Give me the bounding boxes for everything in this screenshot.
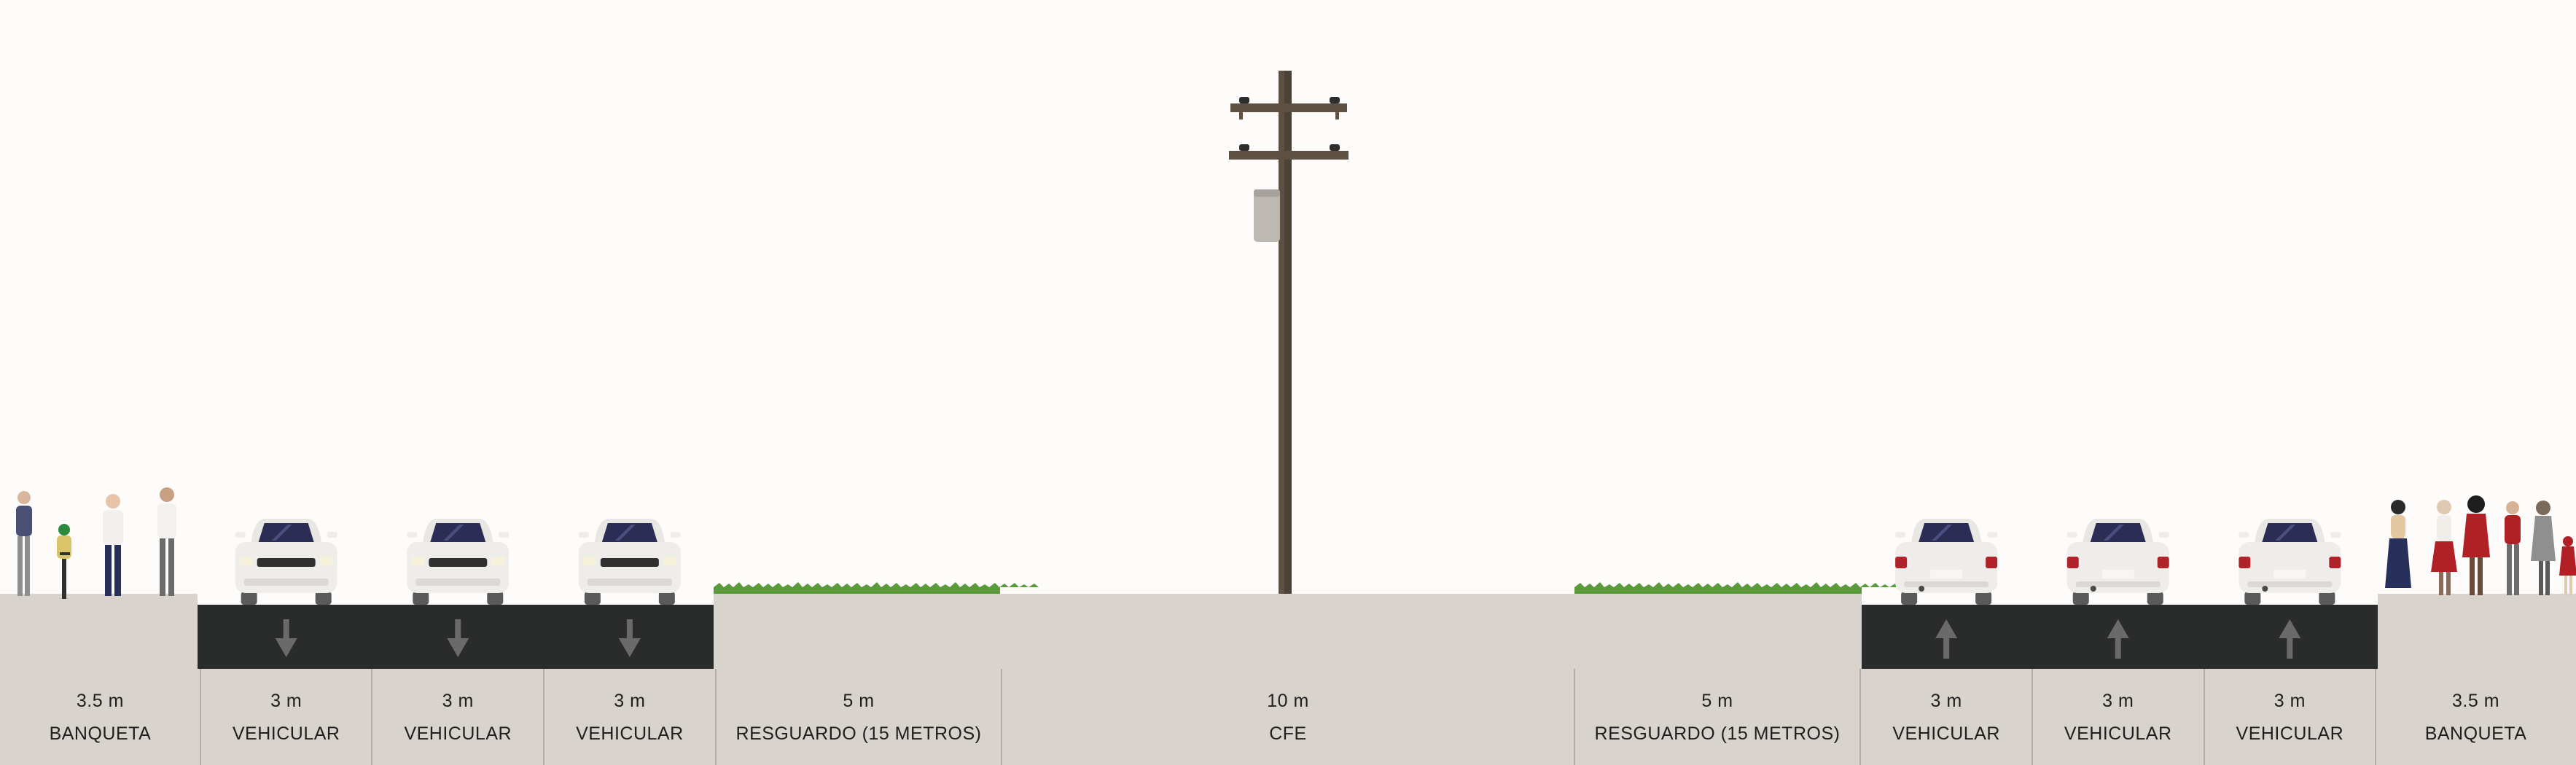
segment-divider: [1001, 669, 1003, 765]
grass-left: [714, 582, 1039, 594]
pedestrian: [2385, 500, 2411, 588]
car-rear-view: [1895, 519, 1998, 605]
segment-label-lane-1: 3 m VEHICULAR: [200, 669, 372, 765]
segment-width: 3 m: [614, 691, 646, 711]
roadway-right-base: [1862, 669, 2378, 765]
car-front-view: [235, 519, 337, 605]
segment-width: 3 m: [2102, 691, 2134, 711]
segment-width: 3 m: [1930, 691, 1962, 711]
segment-label-cfe: 10 m CFE: [1002, 669, 1574, 765]
segment-label-sidewalk-right: 3.5 m BANQUETA: [2376, 669, 2576, 765]
pedestrian: [2462, 495, 2490, 595]
car-front-view: [578, 519, 681, 605]
segment-divider: [1573, 669, 1575, 765]
segment-name: BANQUETA: [2424, 723, 2527, 744]
cyclist: [57, 524, 71, 599]
segment-label-lane-5: 3 m VEHICULAR: [2032, 669, 2204, 765]
segment-label-buffer-right: 5 m RESGUARDO (15 METROS): [1574, 669, 1861, 765]
pedestrian: [16, 491, 32, 596]
grass-right: [1574, 582, 1900, 594]
pedestrians-right: [2385, 495, 2576, 595]
direction-arrow-up: [2107, 619, 2129, 659]
segment-divider: [543, 669, 545, 765]
segment-width: 3.5 m: [76, 691, 124, 711]
roadway-left-base: [198, 669, 714, 765]
direction-arrow-down: [275, 619, 297, 657]
pedestrian: [2531, 501, 2556, 595]
segment-name: VEHICULAR: [232, 723, 340, 744]
segment-label-sidewalk-left: 3.5 m BANQUETA: [0, 669, 200, 765]
segment-name: BANQUETA: [49, 723, 152, 744]
segment-width: 3 m: [270, 691, 303, 711]
pedestrian: [103, 494, 123, 596]
car-front-view: [407, 519, 510, 605]
segment-label-lane-6: 3 m VEHICULAR: [2204, 669, 2376, 765]
child-pedestrian: [2559, 536, 2576, 595]
direction-arrow-down: [447, 619, 469, 657]
segment-label-lane-4: 3 m VEHICULAR: [1860, 669, 2032, 765]
segment-name: VEHICULAR: [2064, 723, 2172, 744]
car-rear-view: [2239, 519, 2341, 605]
utility-pole: [1229, 71, 1349, 594]
pedestrians-left: [16, 487, 176, 599]
direction-arrow-up: [2279, 619, 2301, 659]
segment-name: VEHICULAR: [404, 723, 512, 744]
segment-width: 10 m: [1267, 691, 1309, 711]
direction-arrow-up: [1935, 619, 1958, 659]
segment-name: VEHICULAR: [1892, 723, 2000, 744]
median-surface: [714, 594, 1862, 765]
pedestrian: [2431, 500, 2457, 595]
sidewalk-left-surface: [0, 594, 198, 765]
segment-width: 3 m: [2273, 691, 2306, 711]
car-rear-view: [2066, 519, 2169, 605]
pedestrian: [2505, 501, 2521, 595]
transformer: [1254, 189, 1280, 242]
segment-divider: [2203, 669, 2205, 765]
segment-label-lane-3: 3 m VEHICULAR: [544, 669, 716, 765]
segment-width: 5 m: [843, 691, 875, 711]
direction-arrow-down: [618, 619, 641, 657]
segment-name: VEHICULAR: [2236, 723, 2344, 744]
pedestrian: [157, 487, 176, 596]
segment-name: RESGUARDO (15 METROS): [735, 723, 982, 744]
segment-width: 3.5 m: [2452, 691, 2500, 711]
segment-label-lane-2: 3 m VEHICULAR: [372, 669, 544, 765]
segment-divider: [714, 669, 717, 765]
segment-name: RESGUARDO (15 METROS): [1594, 723, 1841, 744]
lane-arrows: [275, 619, 2301, 659]
segment-width: 5 m: [1701, 691, 1733, 711]
segment-label-buffer-left: 5 m RESGUARDO (15 METROS): [716, 669, 1002, 765]
segment-divider: [2375, 669, 2377, 765]
segment-divider: [2031, 669, 2033, 765]
segment-divider: [1859, 669, 1862, 765]
segment-name: CFE: [1269, 723, 1307, 744]
segment-width: 3 m: [442, 691, 474, 711]
sidewalk-right-surface: [2378, 594, 2576, 765]
segment-divider: [371, 669, 373, 765]
segment-name: VEHICULAR: [576, 723, 684, 744]
segment-divider: [199, 669, 201, 765]
vehicles: [235, 519, 2341, 605]
